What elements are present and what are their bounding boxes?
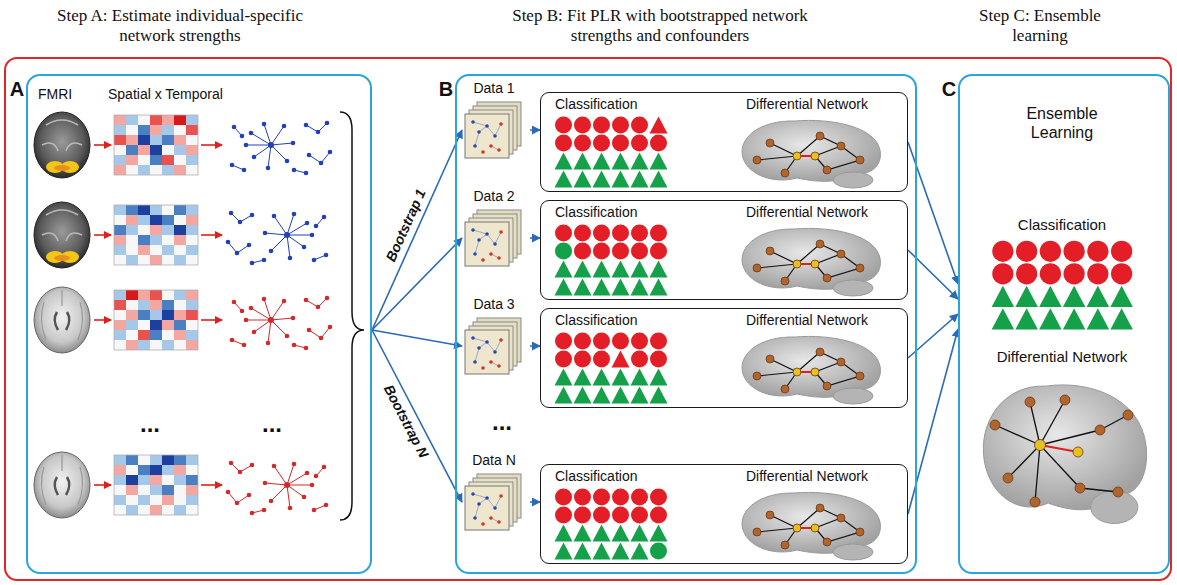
image-label: Spatial x Temporal xyxy=(108,86,223,103)
data-stack: Data 1 xyxy=(462,80,530,162)
step-heading: Step A: Estimate individual-specific net… xyxy=(30,6,330,47)
data-stack: Data 3 xyxy=(462,296,530,378)
box-heading: Classification xyxy=(555,96,637,113)
edge-label: Bootstrap N xyxy=(379,379,434,463)
ellipsis: ... xyxy=(262,410,282,439)
data-stack: Data N xyxy=(462,452,530,534)
model-box: Classification Differential Network xyxy=(540,308,908,408)
model-box: Classification Differential Network xyxy=(540,92,908,192)
connector-arrow xyxy=(530,345,540,347)
box-heading: Classification xyxy=(555,312,637,329)
box-heading: Classification xyxy=(555,468,637,485)
connector-arrow xyxy=(530,237,540,239)
outer-frame xyxy=(5,58,1171,580)
panel-box: CEnsemble LearningClassificationDifferen… xyxy=(958,74,1170,574)
connector-arrow xyxy=(372,130,462,330)
box-heading: Classification xyxy=(555,204,637,221)
connector-arrow xyxy=(530,501,540,503)
step-heading: Step C: Ensemble learning xyxy=(965,6,1115,47)
step-heading: Step B: Fit PLR with bootstrapped networ… xyxy=(490,6,830,47)
box-heading: Differential Network xyxy=(746,468,868,485)
data-label: Data 3 xyxy=(462,296,526,313)
model-box: Classification Differential Network xyxy=(540,200,908,300)
box-heading: Differential Network xyxy=(746,312,868,329)
data-label: Data N xyxy=(462,452,526,469)
panel-letter: B xyxy=(438,77,454,101)
panel-letter: C xyxy=(941,77,957,101)
data-label: Data 1 xyxy=(462,80,526,97)
connector-arrow xyxy=(530,129,540,131)
panel-box: BData 1ClassificationDifferential Networ… xyxy=(455,74,917,574)
panel-heading: Ensemble Learning xyxy=(1012,104,1112,142)
panel-heading: Classification xyxy=(960,216,1164,234)
box-heading: Differential Network xyxy=(746,204,868,221)
ellipsis: ... xyxy=(492,408,512,437)
fmri-rows xyxy=(34,112,364,520)
panel-letter: A xyxy=(9,77,25,101)
data-stack: Data 2 xyxy=(462,188,530,270)
brain-networks xyxy=(742,120,1147,560)
panel-heading: Differential Network xyxy=(960,348,1164,366)
box-heading: Differential Network xyxy=(746,96,868,113)
connector-arrow xyxy=(372,330,462,346)
data-label: Data 2 xyxy=(462,188,526,205)
image-label: FMRI xyxy=(38,86,72,103)
ellipsis: ... xyxy=(140,410,160,439)
connector-arrow xyxy=(372,330,462,502)
panel-box: A xyxy=(26,74,372,574)
model-box: Classification Differential Network xyxy=(540,464,908,564)
